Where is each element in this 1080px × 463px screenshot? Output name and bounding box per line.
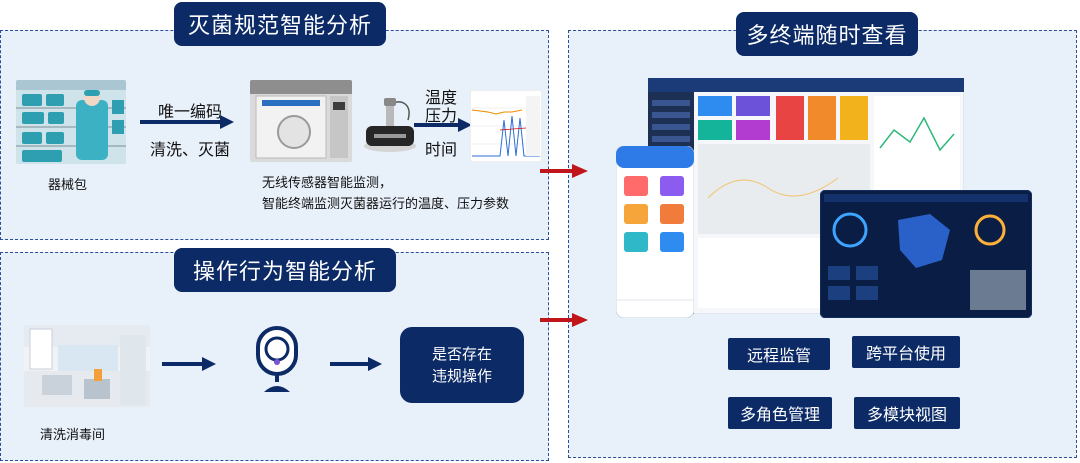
feature-multi-role: 多角色管理 — [728, 397, 832, 429]
arrow-icon — [414, 118, 472, 132]
time-label: 时间 — [425, 140, 458, 159]
disinfection-room-caption: 清洗消毒间 — [40, 428, 106, 443]
temperature-label: 温度 — [425, 88, 458, 107]
disinfection-room-photo — [24, 325, 150, 407]
monitoring-curve-thumbnail — [470, 90, 542, 162]
violation-line1: 是否存在 — [431, 345, 492, 363]
sterilization-title: 灭菌规范智能分析 — [174, 2, 386, 46]
violation-line2: 违规操作 — [431, 367, 492, 385]
arrow-icon — [330, 357, 382, 371]
wireless-sensor-device — [364, 98, 416, 152]
feature-cross-platform: 跨平台使用 — [852, 336, 960, 368]
tablet-bigscreen-mockup — [820, 190, 1032, 318]
feature-multi-module: 多模块视图 — [854, 397, 960, 429]
unique-code-label: 唯一编码 — [158, 102, 223, 121]
instrument-package-photo — [16, 80, 126, 164]
arrow-icon — [140, 115, 234, 129]
camera-icon — [256, 326, 298, 392]
feature-remote-supervision: 远程监管 — [728, 338, 830, 370]
multi-terminal-title: 多终端随时查看 — [736, 12, 918, 56]
sensor-caption-line2: 智能终端监测灭菌器运行的温度、压力参数 — [262, 197, 510, 212]
red-arrow-icon — [540, 164, 588, 178]
wash-sterilize-label: 清洗、灭菌 — [150, 140, 231, 159]
sensor-caption-line1: 无线传感器智能监测， — [262, 176, 393, 191]
arrow-icon — [162, 357, 216, 371]
mobile-phone-mockup — [616, 146, 694, 318]
behavior-title: 操作行为智能分析 — [174, 248, 396, 292]
red-arrow-icon — [540, 313, 588, 327]
pressure-label: 压力 — [425, 106, 458, 125]
sterilizer-photo — [250, 80, 352, 162]
violation-check-box: 是否存在 违规操作 — [400, 327, 524, 403]
instrument-package-caption: 器械包 — [48, 178, 88, 193]
